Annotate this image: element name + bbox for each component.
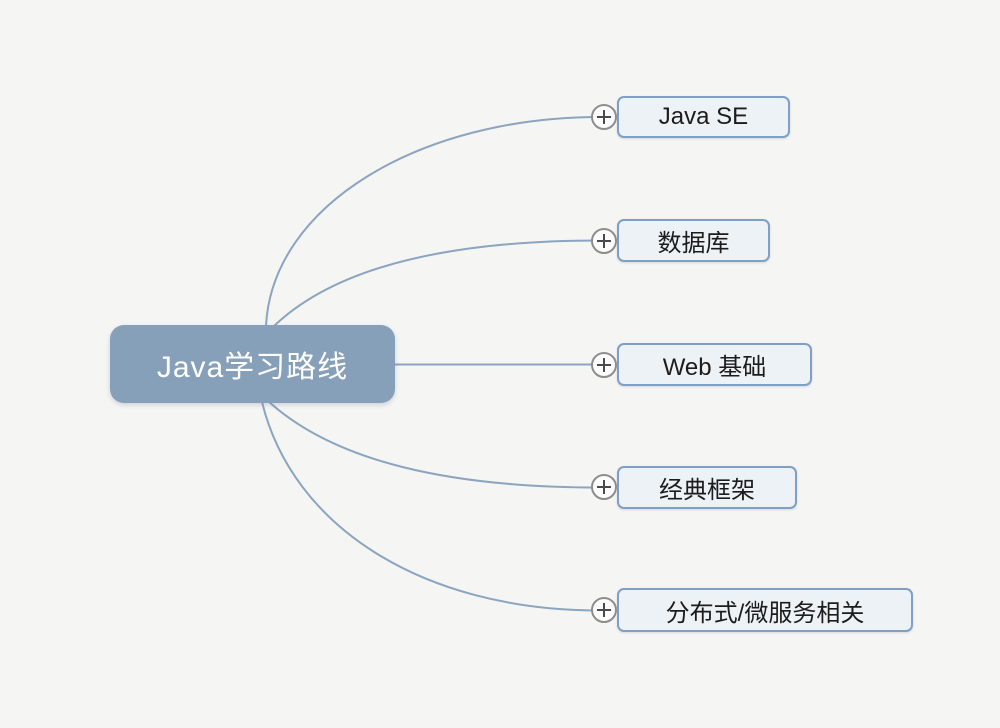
- connector-database: [271, 239, 601, 329]
- collapse-toggle-database[interactable]: [591, 228, 617, 254]
- connector-java-se: [265, 116, 601, 327]
- topic-label: Java SE: [658, 103, 749, 130]
- collapse-toggle-classic-frameworks[interactable]: [591, 474, 617, 500]
- topic-node-java-se[interactable]: Java SE: [617, 96, 790, 138]
- circle-plus-icon: [593, 106, 615, 128]
- topic-node-distributed[interactable]: 分布式/微服务相关: [617, 588, 913, 632]
- collapse-toggle-distributed[interactable]: [591, 597, 617, 623]
- topic-label: 经典框架: [659, 477, 755, 504]
- topic-label: 分布式/微服务相关: [665, 599, 865, 627]
- topic-node-web-basics[interactable]: Web 基础: [617, 343, 812, 386]
- collapse-toggle-web-basics[interactable]: [591, 352, 617, 378]
- connector-classic-frameworks: [267, 400, 601, 489]
- topic-label: 数据库: [657, 230, 730, 257]
- circle-plus-icon: [593, 476, 615, 498]
- root-node-label: Java学习路线: [156, 351, 349, 384]
- collapse-toggle-java-se[interactable]: [591, 104, 617, 130]
- connector-distributed: [261, 401, 601, 612]
- topic-node-database[interactable]: 数据库: [617, 219, 770, 262]
- topic-label: Web 基础: [662, 354, 767, 381]
- circle-plus-icon: [593, 599, 615, 621]
- circle-plus-icon: [593, 230, 615, 252]
- topic-node-classic-frameworks[interactable]: 经典框架: [617, 466, 797, 509]
- circle-plus-icon: [593, 354, 615, 376]
- root-node[interactable]: Java学习路线: [110, 325, 395, 403]
